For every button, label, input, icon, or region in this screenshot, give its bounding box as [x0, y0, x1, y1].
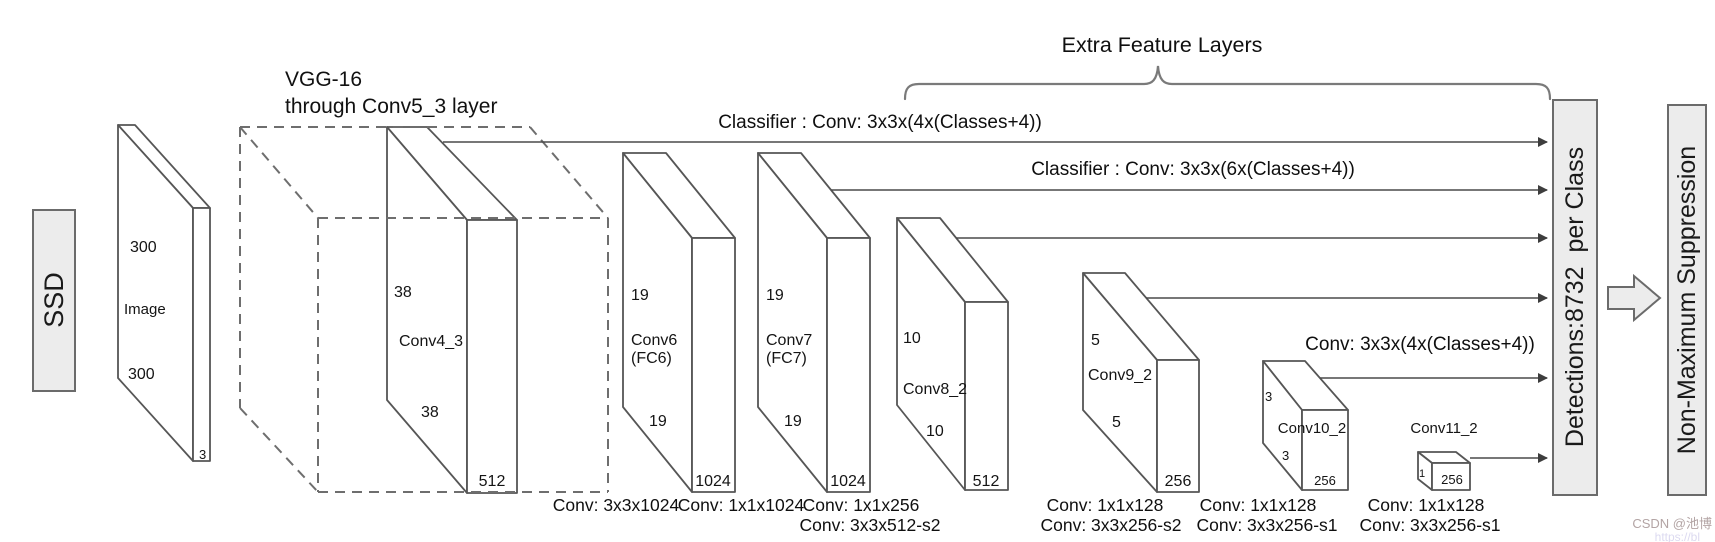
conv9_2-name-label: Conv9_2 — [1088, 367, 1152, 384]
extra-feature-layers-title: Extra Feature Layers — [1062, 33, 1263, 57]
conv4_3-slab — [386, 126, 518, 494]
conv7-w-label: 19 — [784, 413, 802, 430]
conv4_3-h-label: 38 — [394, 284, 412, 301]
detections-box: Detections:8732 per Class — [1552, 99, 1598, 496]
conv4_3-w-label: 38 — [421, 404, 439, 421]
op-conv9_2-l2: Conv: 3x3x256-s2 — [1040, 515, 1181, 535]
conv6-name-label: Conv6 — [631, 332, 677, 349]
nms-label: Non-Maximum Suppression — [1673, 146, 1701, 454]
op-conv8_2-l1: Conv: 1x1x256 — [803, 495, 920, 515]
conv10_2-h-label: 3 — [1265, 389, 1272, 404]
conv8_2-slab — [896, 217, 1009, 491]
conv9_2-h-label: 5 — [1091, 332, 1100, 349]
conv-op-annotations: Conv: 3x3x1024 Conv: 1x1x1024 Conv: 1x1x… — [553, 495, 1501, 535]
conv8_2-w-label: 10 — [926, 423, 944, 440]
conv9_2-c-label: 256 — [1165, 473, 1192, 490]
op-conv6: Conv: 3x3x1024 — [553, 495, 680, 515]
op-conv11_2-l1: Conv: 1x1x128 — [1368, 495, 1485, 515]
conv6-alt-label: (FC6) — [631, 350, 672, 367]
conv8_2-c-label: 512 — [973, 473, 1000, 490]
image-layer-slab — [117, 124, 211, 462]
conv7-name-label: Conv7 — [766, 332, 812, 349]
watermark-url: https://bl — [1655, 530, 1700, 542]
conv9_2-labels: 5 Conv9_2 5 256 — [1088, 332, 1191, 490]
conv6-labels: 19 Conv6 (FC6) 19 1024 — [631, 287, 731, 490]
conv8_2-name-label: Conv8_2 — [903, 381, 967, 398]
vgg-note-line2: through Conv5_3 layer — [285, 95, 497, 118]
conv9_2-w-label: 5 — [1112, 414, 1121, 431]
conv4_3-name-label: Conv4_3 — [399, 333, 463, 350]
op-conv11_2-l2: Conv: 3x3x256-s1 — [1359, 515, 1500, 535]
feature-arrows — [443, 137, 1548, 463]
op-conv10_2-l2: Conv: 3x3x256-s1 — [1196, 515, 1337, 535]
watermark-text: CSDN @池博 — [1632, 516, 1712, 531]
classifier3-label: Conv: 3x3x(4x(Classes+4)) — [1305, 334, 1535, 355]
conv6-c-label: 1024 — [695, 473, 731, 490]
conv10_2-w-label: 3 — [1282, 448, 1289, 463]
ssd-label: SSD — [39, 272, 69, 328]
conv7-c-label: 1024 — [830, 473, 866, 490]
extra-feature-layers-brace — [903, 65, 1552, 101]
conv4_3-c-label: 512 — [479, 473, 506, 490]
conv7-h-label: 19 — [766, 287, 784, 304]
ssd-label-box: SSD — [32, 209, 76, 392]
conv10_2-labels: 3 Conv10_2 3 256 — [1265, 389, 1346, 488]
conv7-labels: 19 Conv7 (FC7) 19 1024 — [766, 287, 866, 490]
image-c-label: 3 — [199, 447, 206, 462]
conv11_2-labels: Conv11_2 1 256 — [1410, 420, 1477, 487]
classifier2-label: Classifier : Conv: 3x3x(6x(Classes+4)) — [1031, 159, 1355, 180]
op-conv7: Conv: 1x1x1024 — [678, 495, 805, 515]
conv11_2-name-label: Conv11_2 — [1410, 420, 1477, 437]
conv8_2-h-label: 10 — [903, 330, 921, 347]
vgg-note-line1: VGG-16 — [285, 68, 362, 91]
image-w-label: 300 — [128, 366, 155, 383]
conv9_2-slab — [1082, 272, 1200, 493]
conv10_2-name-label: Conv10_2 — [1278, 420, 1346, 437]
nms-box: Non-Maximum Suppression — [1667, 104, 1707, 496]
conv7-alt-label: (FC7) — [766, 350, 807, 367]
conv11_2-c-label: 256 — [1441, 472, 1463, 487]
conv7-slab — [757, 152, 871, 493]
vgg16-dashed-cube — [239, 126, 609, 493]
image-h-label: 300 — [130, 239, 157, 256]
conv10_2-slab — [1262, 360, 1349, 491]
op-conv8_2-l2: Conv: 3x3x512-s2 — [799, 515, 940, 535]
conv8_2-labels: 10 Conv8_2 10 512 — [903, 330, 999, 490]
conv11_2-h-label: 1 — [1419, 468, 1425, 480]
conv6-w-label: 19 — [649, 413, 667, 430]
op-conv10_2-l1: Conv: 1x1x128 — [1200, 495, 1317, 515]
classifier1-label: Classifier : Conv: 3x3x(4x(Classes+4)) — [718, 112, 1042, 133]
op-conv9_2-l1: Conv: 1x1x128 — [1047, 495, 1164, 515]
image-layer-labels: 300 Image 300 3 — [124, 239, 206, 462]
image-name-label: Image — [124, 301, 166, 318]
conv11_2-box — [1417, 451, 1471, 491]
detections-label: Detections:8732 per Class — [1561, 147, 1589, 447]
conv10_2-c-label: 256 — [1314, 473, 1336, 488]
conv6-slab — [622, 152, 736, 493]
conv6-h-label: 19 — [631, 287, 649, 304]
block-arrow-icon — [1607, 273, 1662, 323]
conv4_3-labels: 38 Conv4_3 38 512 — [394, 284, 505, 490]
